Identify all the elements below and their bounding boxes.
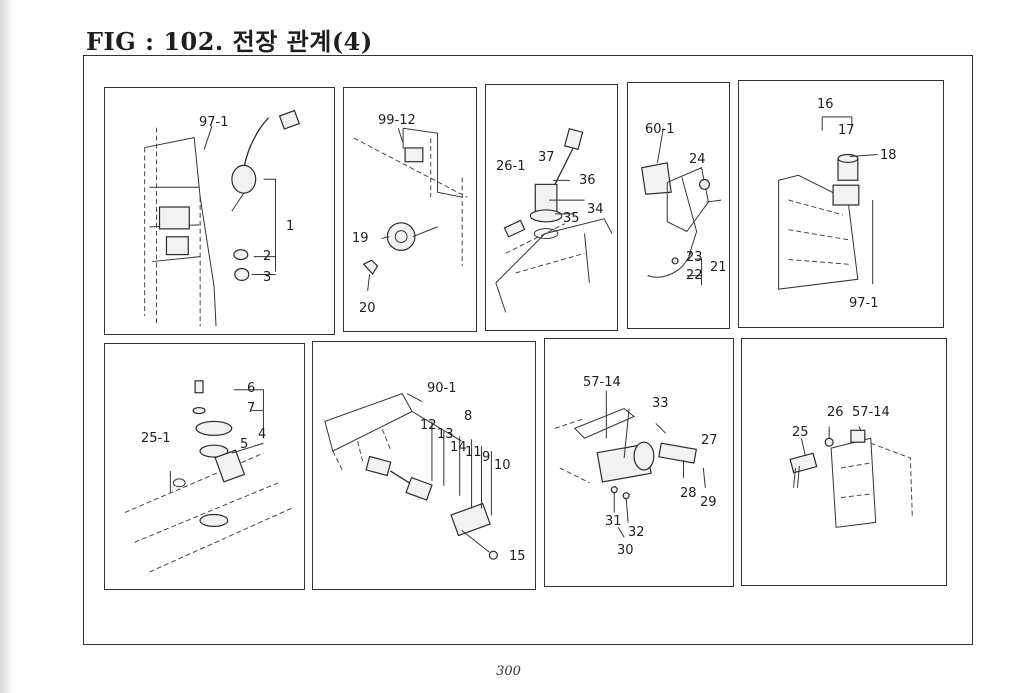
callout-37: 37 xyxy=(538,150,555,165)
callout-25-1: 25-1 xyxy=(141,431,171,446)
callout-57-14: 57-14 xyxy=(852,405,890,420)
callout-29: 29 xyxy=(700,495,717,510)
callout-16: 16 xyxy=(817,97,834,112)
panel-fuel-pump: 6 7 4 5 25-1 xyxy=(104,343,305,590)
callout-18: 18 xyxy=(880,148,897,163)
callout-32: 32 xyxy=(628,525,645,540)
panel-fuel-sender: 37 26-1 36 34 35 xyxy=(485,84,618,331)
callout-97-1: 97-1 xyxy=(199,115,229,130)
callout-90-1: 90-1 xyxy=(427,381,457,396)
panel-lever-switch: 57-14 33 27 28 29 31 32 30 xyxy=(544,338,734,587)
callout-17: 17 xyxy=(838,123,855,138)
callout-97-1: 97-1 xyxy=(849,296,879,311)
panel-4-drawing xyxy=(641,128,722,286)
page-number: 300 xyxy=(496,664,521,679)
panel-starter-wiring: 97-1 1 2 3 xyxy=(104,87,335,335)
panel-5-drawing xyxy=(778,116,878,290)
callout-8: 8 xyxy=(464,409,473,424)
panel-3-drawing xyxy=(495,127,613,313)
panel-horn: 99-12 19 20 xyxy=(343,87,477,332)
callout-4: 4 xyxy=(258,427,267,442)
callout-99-12: 99-12 xyxy=(378,113,416,128)
callout-36: 36 xyxy=(579,173,596,188)
figure-title: FIG : 102. 전장 관계(4) xyxy=(86,27,373,56)
callout-22: 22 xyxy=(686,268,703,283)
diagram-frame xyxy=(83,55,973,645)
callout-21: 21 xyxy=(710,260,727,275)
callout-28: 28 xyxy=(680,486,697,501)
callout-31: 31 xyxy=(605,514,622,529)
callout-23: 23 xyxy=(686,250,703,265)
panel-9-drawing xyxy=(789,426,913,528)
callout-60-1: 60-1 xyxy=(645,122,675,137)
panel-7-drawing xyxy=(324,393,498,560)
callout-12: 12 xyxy=(420,418,437,433)
callout-7: 7 xyxy=(247,401,256,416)
panel-6-drawing xyxy=(124,380,294,573)
callout-15: 15 xyxy=(509,549,526,564)
callout-3: 3 xyxy=(263,270,272,285)
callout-19: 19 xyxy=(352,231,369,246)
callout-27: 27 xyxy=(701,433,718,448)
panel-8-drawing xyxy=(554,390,706,538)
scan-margin xyxy=(0,0,14,693)
callout-11: 11 xyxy=(465,445,482,460)
callout-35: 35 xyxy=(563,211,580,226)
callout-5: 5 xyxy=(240,437,249,452)
callout-9: 9 xyxy=(482,450,491,465)
callout-25: 25 xyxy=(792,425,809,440)
callout-34: 34 xyxy=(587,202,604,217)
panel-switch-bracket: 60-1 24 23 22 21 xyxy=(627,82,730,329)
callout-24: 24 xyxy=(689,152,706,167)
callout-33: 33 xyxy=(652,396,669,411)
panel-1-drawing xyxy=(144,109,300,327)
panel-controller-harness: 90-1 8 12 13 14 11 9 10 15 xyxy=(312,341,536,590)
callout-57-14: 57-14 xyxy=(583,375,621,390)
callout-13: 13 xyxy=(437,427,454,442)
callout-6: 6 xyxy=(247,381,256,396)
callout-10: 10 xyxy=(494,458,511,473)
callout-20: 20 xyxy=(359,301,376,316)
callout-26: 26 xyxy=(827,405,844,420)
callout-2: 2 xyxy=(263,249,272,264)
panel-2-drawing xyxy=(353,127,468,291)
panel-relay: 16 17 18 97-1 xyxy=(738,80,944,328)
callout-26-1: 26-1 xyxy=(496,159,526,174)
callout-14: 14 xyxy=(450,440,467,455)
panel-limit-switch: 26 57-14 25 xyxy=(741,338,947,586)
callout-30: 30 xyxy=(617,543,634,558)
callout-1: 1 xyxy=(286,219,295,234)
